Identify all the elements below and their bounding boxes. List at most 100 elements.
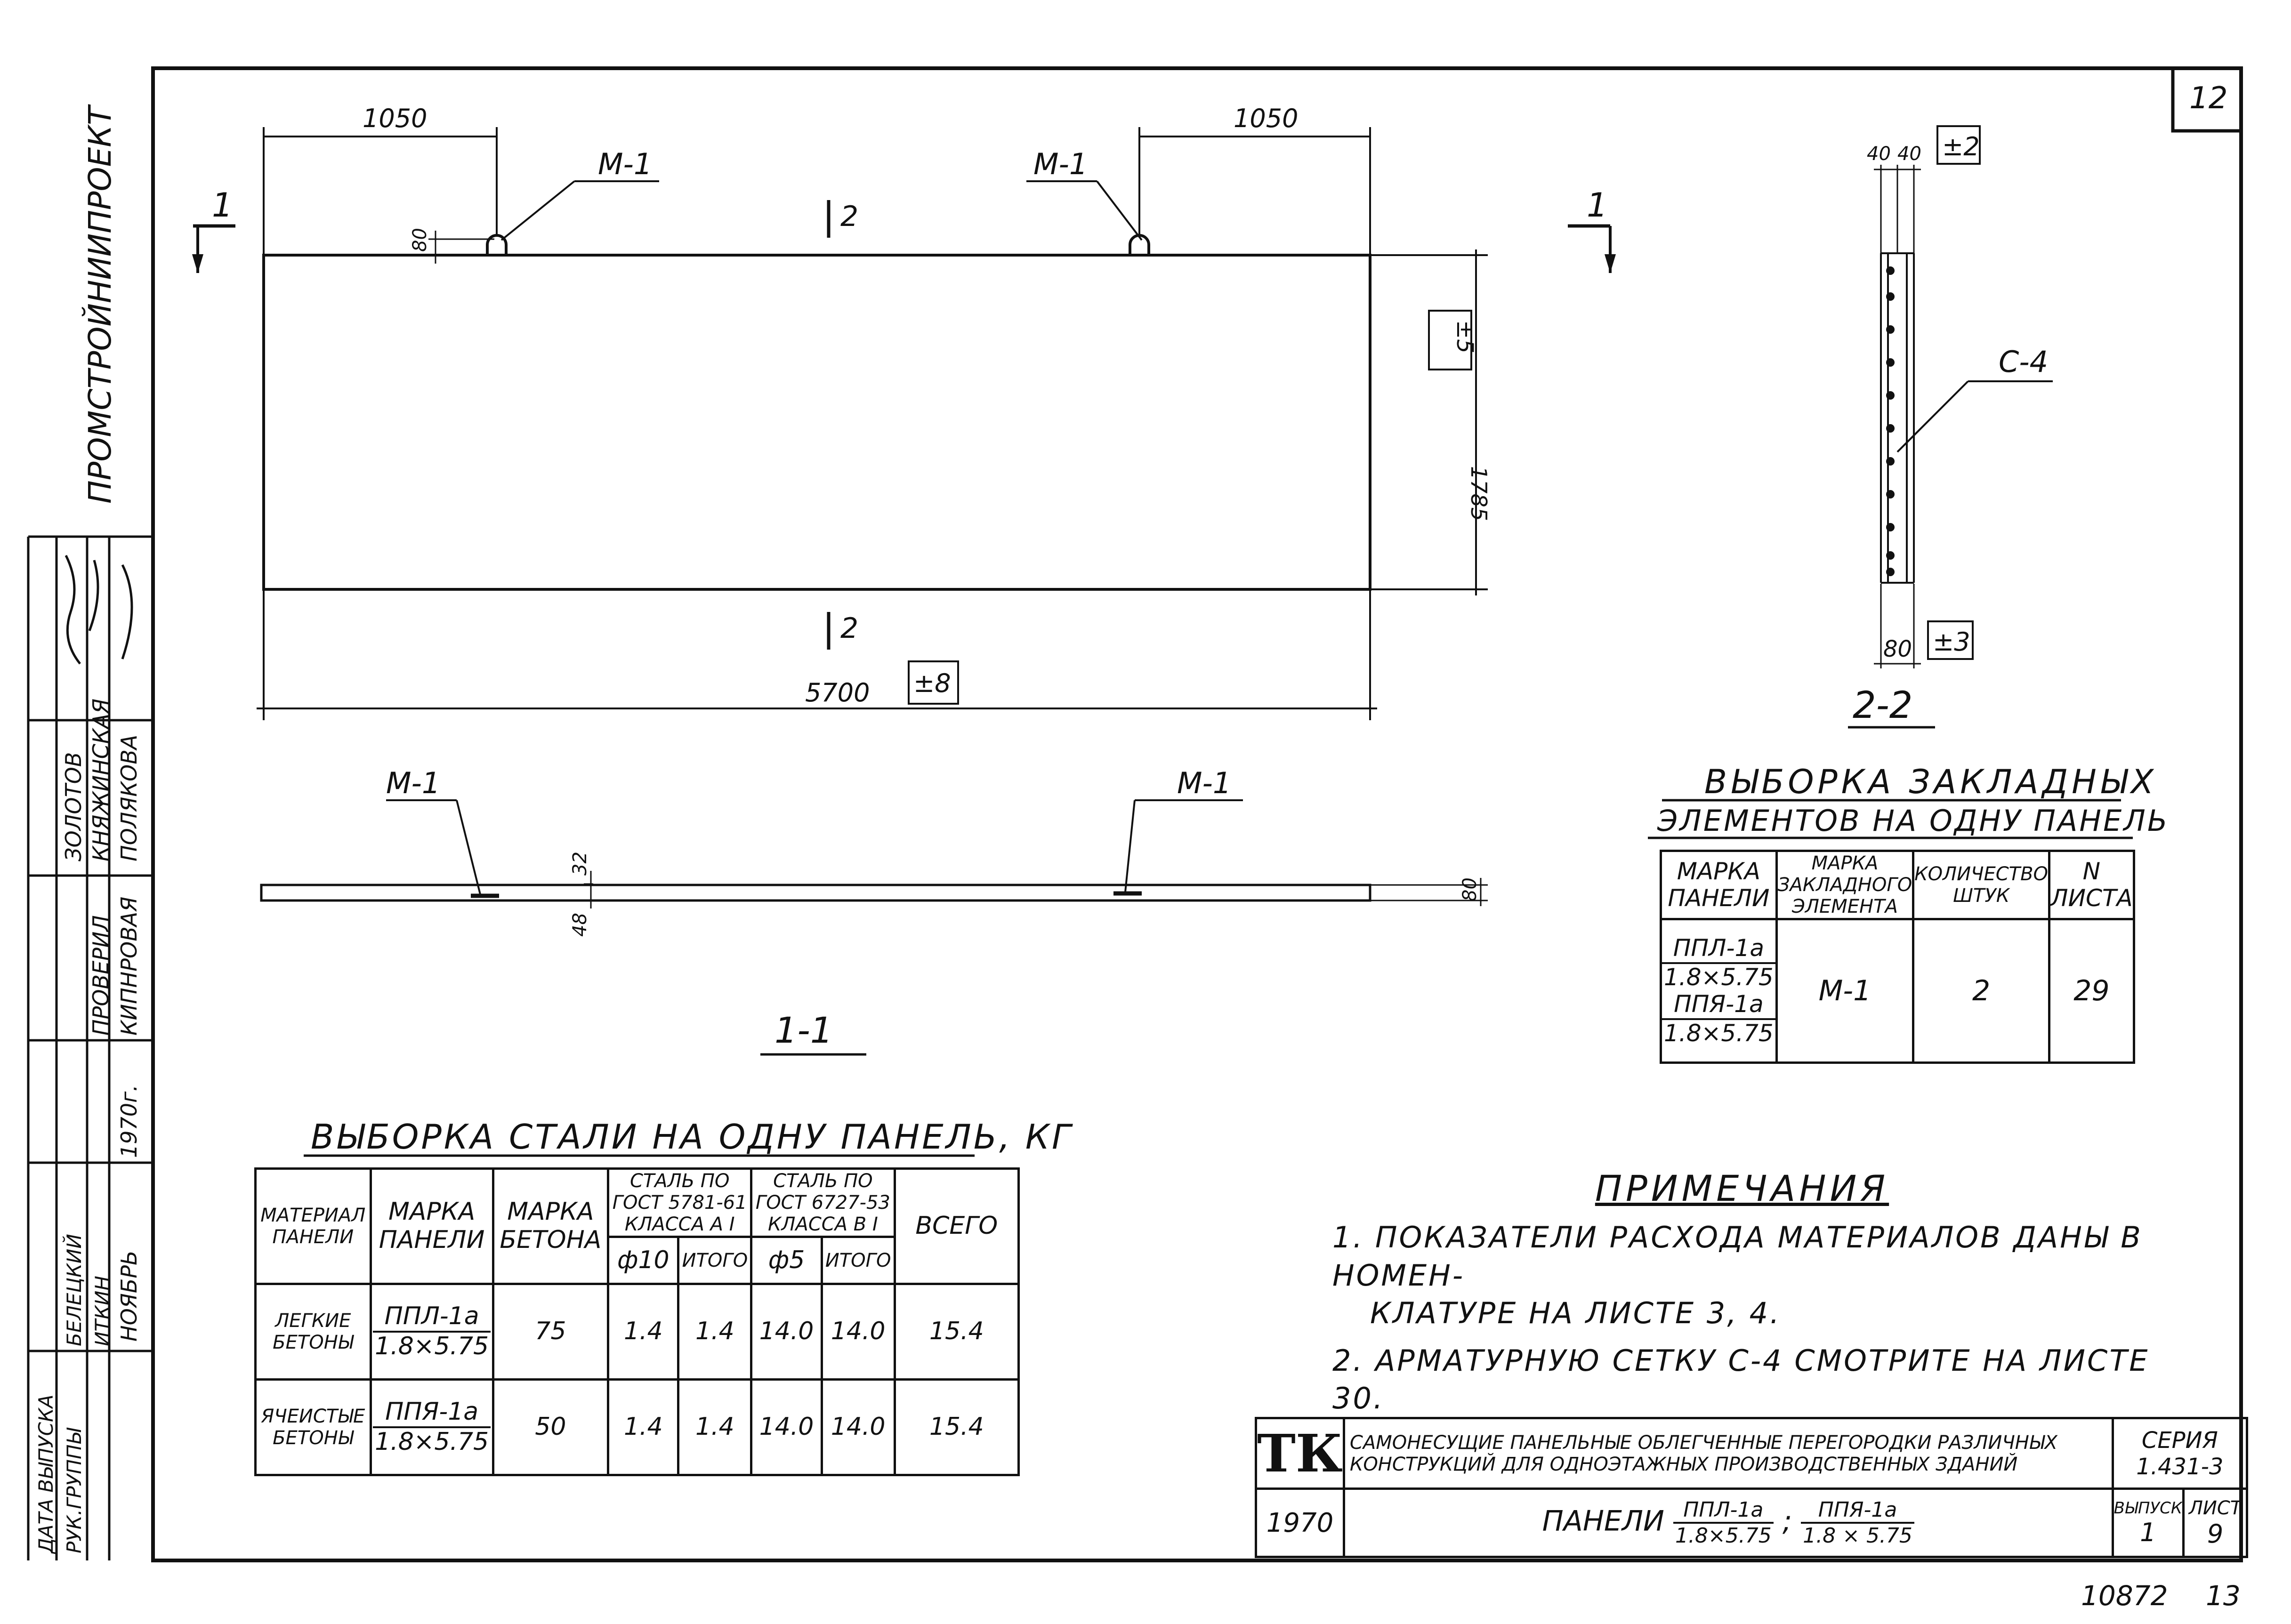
st-total: 15.4 xyxy=(893,1283,1020,1381)
notes: ПРИМЕЧАНИЯ 1. ПОКАЗАТЕЛИ РАСХОДА МАТЕРИА… xyxy=(1332,1167,2180,1418)
title-block: ТК САМОНЕСУЩИЕ ПАНЕЛЬНЫЕ ОБЛЕГЧЕННЫЕ ПЕР… xyxy=(1255,1417,2249,1558)
st-d5: 14.0 xyxy=(750,1283,823,1381)
footer-page: 13 xyxy=(2206,1580,2241,1612)
st-material: ЛЕГКИЕ БЕТОНЫ xyxy=(254,1283,372,1381)
stamp-role-1: ДАТА ВЫПУСКА xyxy=(34,1394,57,1554)
tb-year: 1970 xyxy=(1255,1487,1345,1558)
stamp-name-date: НОЯБРЬ xyxy=(116,1250,142,1342)
section-2-2 xyxy=(1848,125,2053,729)
plan-dim-right: 1050 xyxy=(1234,104,1298,133)
stamp-name-4: КИПНРОВАЯ xyxy=(116,897,142,1036)
sec-tol-top: ±2 xyxy=(1942,132,1980,161)
st-h-steel1: СТАЛЬ ПО ГОСТ 5781-61 КЛАССА А I xyxy=(607,1167,753,1238)
side-m1-left: М-1 xyxy=(386,766,440,800)
st-sum2: 14.0 xyxy=(820,1283,896,1381)
plan-dim-height: 1785 xyxy=(1466,466,1492,521)
st-d10: 1.4 xyxy=(607,1378,680,1476)
tb-sheet-value: 9 xyxy=(2207,1519,2224,1549)
note-1b: КЛАТУРЕ НА ЛИСТЕ 3, 4. xyxy=(1370,1296,1781,1331)
stamp-role-3: ПРОВЕРИЛ xyxy=(88,915,113,1036)
side-dim-80: 80 xyxy=(1459,877,1481,901)
st-h-steel2: СТАЛЬ ПО ГОСТ 6727-53 КЛАССА В I xyxy=(750,1167,896,1238)
st-h-d5: ф5 xyxy=(750,1236,823,1285)
st-h-sum2: ИТОГО xyxy=(820,1236,896,1285)
steel-table: МАТЕРИАЛ ПАНЕЛИ МАРКА ПАНЕЛИ МАРКА БЕТОН… xyxy=(254,1167,1020,1476)
st-h-d10: ф10 xyxy=(607,1236,680,1285)
emb-title-2: ЭЛЕМЕНТОВ НА ОДНУ ПАНЕЛЬ xyxy=(1657,804,2169,838)
stamp-name-2: КНЯЖИНСКАЯ xyxy=(88,699,113,861)
stamp-name-year: 1970г. xyxy=(116,1085,142,1158)
plan-tol-height: ±5 xyxy=(1452,320,1478,354)
emb-sheet: 29 xyxy=(2048,918,2135,1064)
st-sum1: 1.4 xyxy=(677,1283,753,1381)
plan-m1-left: М-1 xyxy=(598,147,652,181)
steel-title: ВЫБОРКА СТАЛИ НА ОДНУ ПАНЕЛЬ, КГ xyxy=(311,1117,1073,1157)
tb-issue-value: 1 xyxy=(2140,1517,2156,1547)
notes-heading: ПРИМЕЧАНИЯ xyxy=(1595,1167,1889,1209)
tb-series-label: СЕРИЯ xyxy=(2141,1427,2218,1454)
st-d10: 1.4 xyxy=(607,1283,680,1381)
plan-dim-width: 5700 xyxy=(805,678,870,707)
tb-series: СЕРИЯ 1.431-3 xyxy=(2111,1417,2249,1490)
footer-code: 10872 xyxy=(2081,1580,2168,1612)
plan-dim-left: 1050 xyxy=(363,104,427,133)
st-concrete: 75 xyxy=(492,1283,610,1381)
sec-dim-40b: 40 xyxy=(1897,143,1921,165)
stamp-name-1: ЗОЛОТОВ xyxy=(61,752,86,861)
tb-panels-label: ПАНЕЛИ xyxy=(1542,1504,1664,1538)
sec-tol-bottom: ±3 xyxy=(1933,627,1970,657)
tb-series-value: 1.431-3 xyxy=(2136,1453,2224,1480)
sec-mesh-label: С-4 xyxy=(1999,345,2048,379)
tb-issue-label: ВЫПУСК xyxy=(2114,1498,2182,1518)
side-title: ПРОМСТРОЙНИИПРОЕКТ xyxy=(81,104,118,504)
sec-dim-40a: 40 xyxy=(1867,143,1891,165)
emb-h-sheet: N ЛИСТА xyxy=(2048,850,2135,920)
side-dim-48: 48 xyxy=(569,913,591,937)
tb-description: САМОНЕСУЩИЕ ПАНЕЛЬНЫЕ ОБЛЕГЧЕННЫЕ ПЕРЕГО… xyxy=(1342,1417,2114,1490)
plan-cut-top: 2 xyxy=(840,200,858,233)
sec-title: 2-2 xyxy=(1853,684,1912,727)
st-h-concrete: МАРКА БЕТОНА xyxy=(492,1167,610,1285)
drawing-frame xyxy=(151,66,2243,1562)
st-concrete: 50 xyxy=(492,1378,610,1476)
stamp-role-2: РУК.ГРУППЫ xyxy=(63,1427,86,1553)
side-view-title: 1-1 xyxy=(774,1009,833,1051)
section-mark-left: 1 xyxy=(212,186,233,225)
st-sum1: 1.4 xyxy=(677,1378,753,1476)
emb-element: М-1 xyxy=(1775,918,1915,1064)
st-h-sum1: ИТОГО xyxy=(677,1236,753,1285)
st-h-panel: МАРКА ПАНЕЛИ xyxy=(369,1167,494,1285)
plan-m1-right: М-1 xyxy=(1033,147,1088,181)
side-stamp xyxy=(27,535,153,1560)
note-1a: 1. ПОКАЗАТЕЛИ РАСХОДА МАТЕРИАЛОВ ДАНЫ В … xyxy=(1332,1220,2143,1293)
st-h-material: МАТЕРИАЛ ПАНЕЛИ xyxy=(254,1167,372,1285)
emb-panels: ППЛ-1а 1.8×5.75 ППЯ-1а 1.8×5.75 xyxy=(1660,918,1778,1064)
emb-title-1: ВЫБОРКА ЗАКЛАДНЫХ xyxy=(1704,763,2157,801)
plan-tol-width: ±8 xyxy=(913,668,951,698)
plan-cut-bottom: 2 xyxy=(840,612,858,645)
tk-logo: ТК xyxy=(1255,1417,1345,1490)
side-view xyxy=(260,799,1488,1056)
st-sum2: 14.0 xyxy=(820,1378,896,1476)
side-m1-right: М-1 xyxy=(1177,766,1231,800)
side-dim-32: 32 xyxy=(569,852,591,876)
embedded-elements-table: МАРКА ПАНЕЛИ МАРКА ЗАКЛАДНОГО ЭЛЕМЕНТА К… xyxy=(1660,850,2135,1064)
emb-panel-2: ППЯ-1а 1.8×5.75 xyxy=(1662,990,1775,1047)
stamp-name-3: ПОЛЯКОВА xyxy=(116,735,142,861)
stamp-name-6: ИТКИН xyxy=(91,1276,114,1346)
st-total: 15.4 xyxy=(893,1378,1020,1476)
sheet-number: 12 xyxy=(2189,81,2227,116)
signature xyxy=(65,555,133,665)
sheet-number-box xyxy=(2171,68,2241,133)
plan-view xyxy=(192,127,1616,720)
tb-desc-2: КОНСТРУКЦИЙ ДЛЯ ОДНОЭТАЖНЫХ ПРОИЗВОДСТВЕ… xyxy=(1349,1453,2018,1475)
stamp-name-5: БЕЛЕЦКИЙ xyxy=(62,1234,86,1346)
tb-desc-1: САМОНЕСУЩИЕ ПАНЕЛЬНЫЕ ОБЛЕГЧЕННЫЕ ПЕРЕГО… xyxy=(1349,1431,2057,1454)
st-d5: 14.0 xyxy=(750,1378,823,1476)
emb-h-count: КОЛИЧЕСТВО ШТУК xyxy=(1912,850,2051,920)
